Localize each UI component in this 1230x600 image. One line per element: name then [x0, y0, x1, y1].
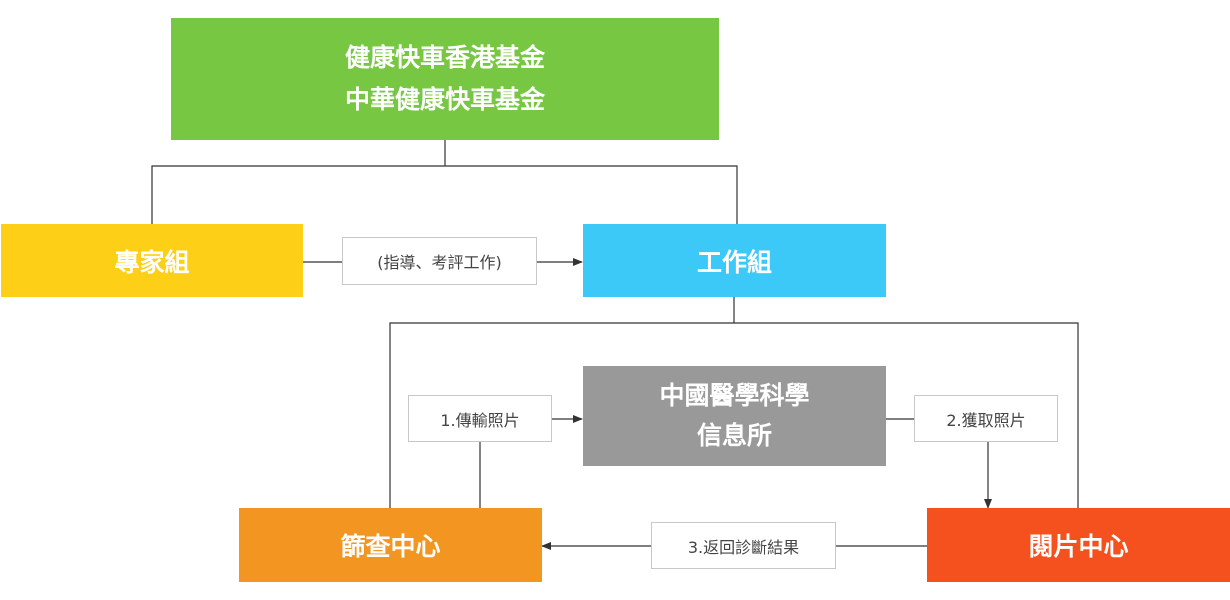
foundation-box: 健康快車香港基金 中華健康快車基金	[171, 18, 719, 140]
get-photos-edge-label: 2.獲取照片	[914, 395, 1058, 442]
info-institute-line-2: 信息所	[696, 421, 772, 450]
foundation-to-groups-line	[151, 140, 738, 224]
foundation-name-cn: 中華健康快車基金	[344, 85, 545, 114]
info-institute-box: 中國醫學科學 信息所	[583, 366, 886, 466]
return-results-edge-label: 3.返回診斷結果	[651, 522, 836, 569]
guidance-edge-label: (指導、考評工作)	[342, 237, 537, 285]
working-group-label: 工作組	[696, 247, 772, 277]
transfer-photos-edge-label: 1.傳輸照片	[408, 395, 552, 442]
expert-group-label: 專家組	[114, 247, 190, 277]
info-institute-line-1: 中國醫學科學	[659, 381, 810, 410]
reading-center-label: 閱片中心	[1028, 532, 1129, 561]
reading-center-box: 閱片中心	[927, 508, 1230, 582]
foundation-name-hk: 健康快車香港基金	[344, 43, 545, 72]
expert-group-box: 專家組	[1, 224, 303, 297]
screening-center-label: 篩查中心	[340, 532, 441, 561]
screening-center-box: 篩查中心	[239, 508, 542, 582]
working-to-centers-line	[389, 297, 1079, 508]
working-group-box: 工作組	[583, 224, 886, 297]
